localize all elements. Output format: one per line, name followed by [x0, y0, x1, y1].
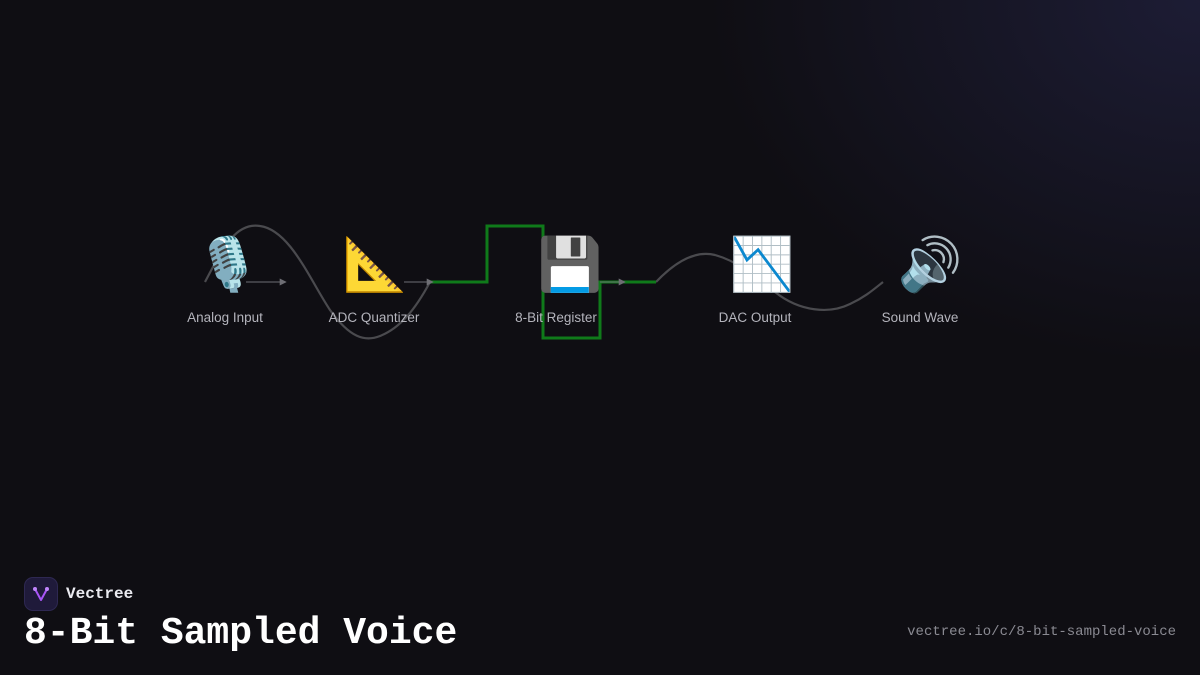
digital-square-wave [430, 224, 656, 340]
brand: Vectree [24, 577, 133, 611]
node-label: ADC Quantizer [329, 310, 420, 325]
chart-decreasing-icon: 📉 [730, 234, 795, 295]
page-url[interactable]: vectree.io/c/8-bit-sampled-voice [907, 624, 1176, 640]
node-dac-output[interactable]: 📉 DAC Output [719, 234, 795, 325]
node-8-bit-register[interactable]: 💾 8-Bit Register [515, 234, 602, 325]
node-label: DAC Output [719, 310, 792, 325]
node-label: Analog Input [187, 310, 263, 325]
triangular-ruler-icon: 📐 [343, 234, 408, 295]
speaker-high-volume-icon: 🔊 [898, 233, 963, 295]
analog-sine-wave [204, 224, 431, 340]
page-title: 8-Bit Sampled Voice [24, 612, 458, 655]
nodes-layer: 🎙️ Analog Input 📐 ADC Quantizer 💾 8-Bit Regis… [187, 233, 962, 325]
node-label: 8-Bit Register [515, 310, 597, 325]
node-label: Sound Wave [882, 310, 959, 325]
vectree-logo-glyph [33, 587, 49, 601]
floppy-disk-icon: 💾 [538, 234, 603, 295]
brand-name: Vectree [66, 585, 134, 603]
node-adc-quantizer[interactable]: 📐 ADC Quantizer [329, 234, 420, 325]
reconstructed-sine-wave [655, 252, 884, 311]
microphone-icon: 🎙️ [196, 234, 261, 295]
node-analog-input[interactable]: 🎙️ Analog Input [187, 234, 263, 325]
vectree-logo-icon [24, 577, 58, 611]
node-sound-wave[interactable]: 🔊 Sound Wave [882, 233, 963, 325]
